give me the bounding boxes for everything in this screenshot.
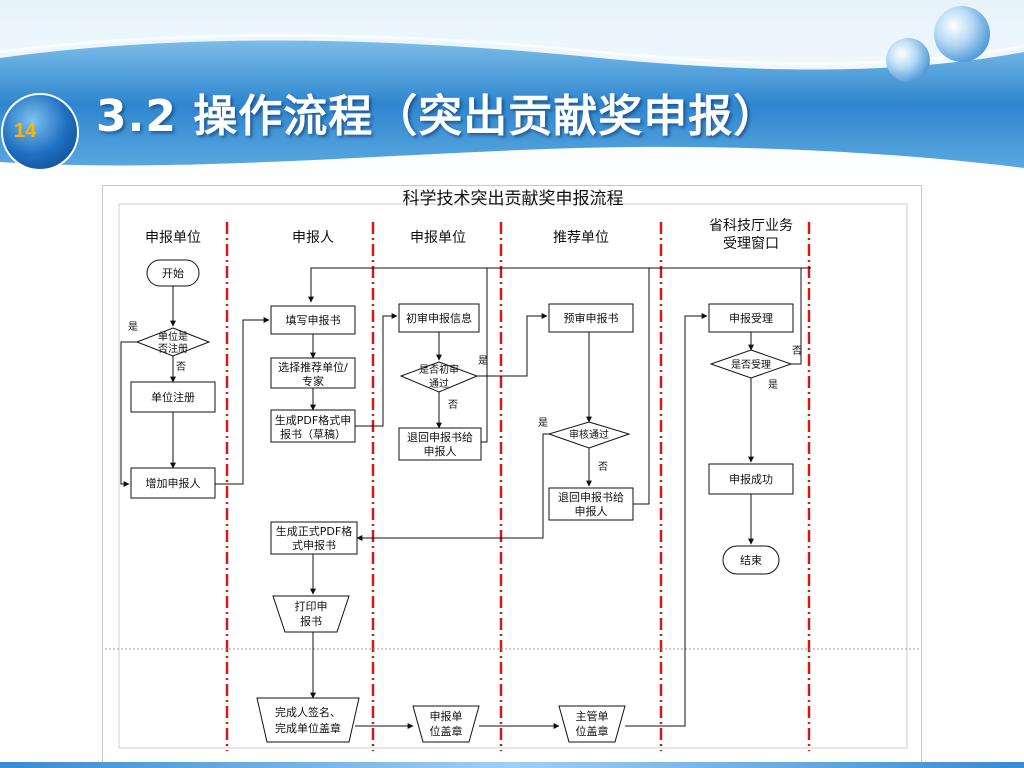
page-number: 14: [14, 120, 37, 142]
registered-decision: [135, 327, 211, 357]
gen-pdf-draft-label: 报书（草稿）: [280, 427, 346, 441]
unit-register-box: [130, 381, 216, 413]
edge-label-yes: 是: [128, 321, 138, 333]
return-applicant-label-1: 退回申报书给: [407, 430, 473, 444]
first-pass-decision: [399, 361, 479, 393]
end-label: 结束: [740, 554, 762, 567]
flowchart-frame: 科学技术突出贡献奖申报流程 申报单位 申报人 申报单位 推荐单位 省科技厅业务 …: [102, 185, 922, 767]
end-node: [722, 545, 780, 575]
select-unit-label: 选择推荐单位/: [278, 360, 348, 374]
gen-pdf-final-label: 式申报书: [292, 538, 336, 552]
flowchart: 科学技术突出贡献奖申报流程 申报单位 申报人 申报单位 推荐单位 省科技厅业务 …: [105, 189, 919, 751]
return-applicant-box-1: [398, 427, 482, 461]
unit-stamp-label: 位盖章: [430, 724, 463, 738]
unit-register-label: 单位注册: [151, 390, 195, 404]
review-pass-label: 审核通过: [569, 428, 609, 441]
edge-label-no: 否: [792, 345, 802, 357]
accept-decision-label: 是否受理: [731, 359, 771, 371]
footer-line: [0, 762, 1024, 768]
edge-label-yes: 是: [478, 355, 488, 367]
main-stamp-label: 位盖章: [576, 724, 609, 738]
registered-label: 否注册: [158, 342, 188, 355]
first-pass-label: 通过: [429, 377, 449, 390]
sign-stamp-label: 完成人签名、: [275, 705, 341, 719]
pre-review-label: 预审申报书: [564, 311, 619, 325]
return-applicant-label-2: 申报人: [575, 504, 608, 518]
lane-header-applicant: 申报人: [292, 230, 334, 246]
fill-form-box: [270, 305, 356, 335]
first-review-box: [398, 303, 480, 333]
return-applicant-box-2: [548, 487, 634, 521]
review-pass-decision: [547, 421, 631, 449]
select-unit-label: 专家: [302, 374, 324, 388]
add-applicant-label: 增加申报人: [146, 476, 201, 490]
start-label: 开始: [162, 266, 184, 280]
lane-header-unit: 申报单位: [145, 230, 201, 246]
start-node: [146, 259, 200, 287]
success-label: 申报成功: [729, 472, 773, 486]
diagram-title: 科学技术突出贡献奖申报流程: [403, 189, 624, 209]
print-label: 打印申: [295, 599, 328, 613]
accept-box: [708, 303, 794, 333]
success-box: [708, 463, 794, 495]
select-unit-box: [270, 357, 356, 389]
pre-review-box: [548, 303, 634, 333]
return-applicant-label-2: 退回申报书给: [558, 490, 624, 504]
header-banner: [0, 0, 1024, 180]
edge-label-yes: 是: [538, 417, 548, 429]
print-label: 报书: [300, 614, 322, 628]
first-review-label: 初审申报信息: [406, 311, 472, 325]
main-stamp-label: 主管单: [576, 709, 609, 723]
edge-label-no: 否: [448, 399, 458, 411]
edge-label-no: 否: [598, 461, 608, 473]
fill-form-label: 填写申报书: [286, 313, 341, 327]
print-node: [272, 595, 350, 633]
accept-label: 申报受理: [729, 311, 773, 325]
accept-decision: [709, 349, 793, 379]
unit-stamp-label: 申报单: [430, 709, 463, 723]
sign-stamp-label: 完成单位盖章: [275, 721, 341, 735]
edge-label-yes: 是: [768, 379, 778, 391]
unit-stamp-node: [412, 705, 480, 743]
add-applicant-box: [130, 467, 216, 499]
gen-pdf-draft-label: 生成PDF格式申: [275, 413, 351, 427]
lane-header-department: 省科技厅业务: [709, 218, 793, 234]
sign-stamp-node: [256, 697, 360, 743]
first-pass-label: 是否初审: [419, 363, 459, 376]
slide-title: 3.2 操作流程（突出贡献奖申报）: [96, 91, 779, 142]
main-stamp-node: [558, 705, 626, 743]
lane-header-recommender: 推荐单位: [553, 230, 609, 246]
registered-label: 单位是: [158, 330, 188, 343]
gen-pdf-draft-box: [270, 409, 356, 443]
lane-header-department: 受理窗口: [723, 235, 779, 252]
gen-pdf-final-box: [270, 521, 358, 555]
return-applicant-label-1: 申报人: [424, 444, 457, 458]
lane-header-unit-2: 申报单位: [410, 230, 466, 246]
gen-pdf-final-label: 生成正式PDF格: [276, 524, 352, 538]
edge-label-no: 否: [176, 361, 186, 373]
